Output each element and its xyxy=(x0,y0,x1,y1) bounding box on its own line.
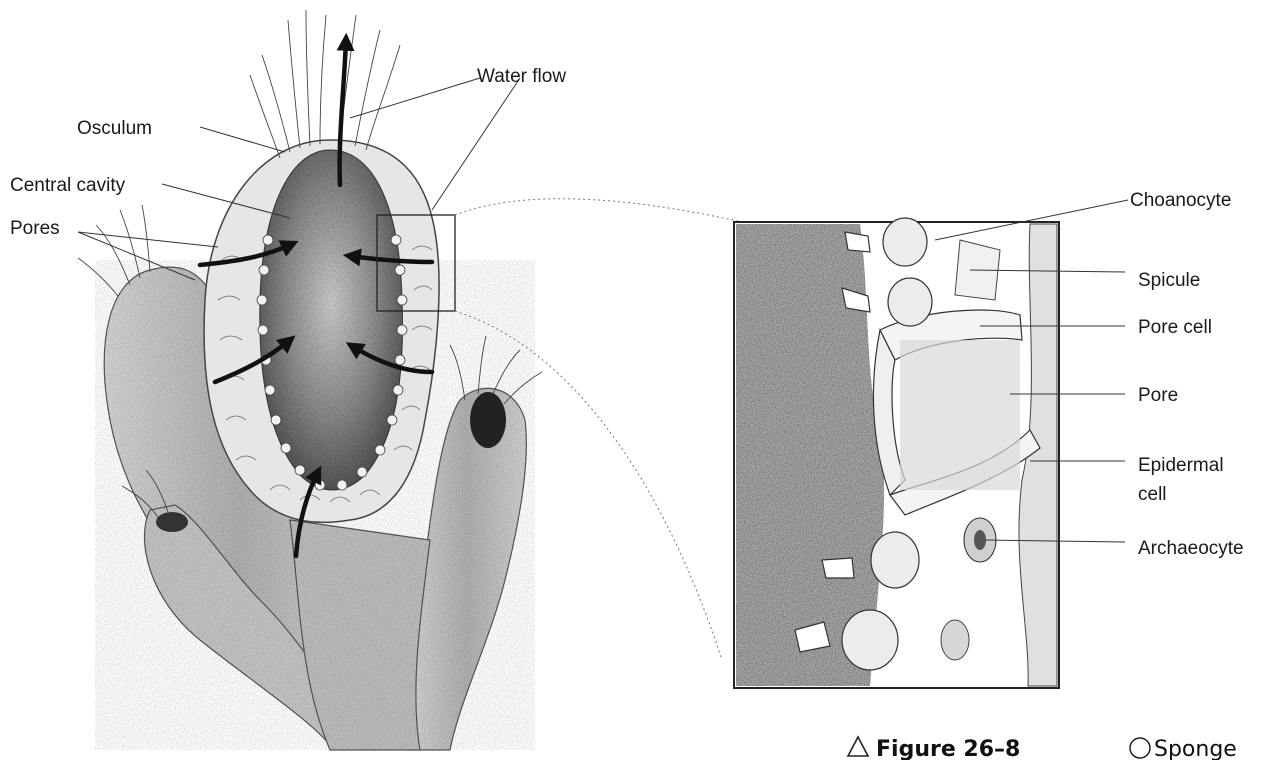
right-tube-opening xyxy=(470,392,506,448)
globe-icon xyxy=(1130,738,1150,758)
label-pores: Pores xyxy=(10,218,60,239)
left-tube-opening xyxy=(156,512,188,532)
label-epidermal-cell-1: Epidermal xyxy=(1138,455,1224,476)
label-water-flow: Water flow xyxy=(477,66,566,87)
label-choanocyte: Choanocyte xyxy=(1130,190,1231,211)
warning-triangle-icon xyxy=(848,737,868,756)
label-pore-cell: Pore cell xyxy=(1138,317,1212,338)
label-pore: Pore xyxy=(1138,385,1178,406)
magnified-wall-inset xyxy=(734,218,1059,688)
osculum-hairs xyxy=(250,10,400,158)
label-osculum: Osculum xyxy=(77,118,152,139)
caption-trailing-text: Sponge xyxy=(1154,737,1237,760)
label-archaeocyte: Archaeocyte xyxy=(1138,538,1244,559)
caption-figure-number: Figure 26–8 xyxy=(876,737,1020,760)
figure-caption: Figure 26–8 Sponge xyxy=(848,737,1237,760)
label-spicule: Spicule xyxy=(1138,270,1200,291)
label-epidermal-cell-2: cell xyxy=(1138,484,1167,505)
label-central-cavity: Central cavity xyxy=(10,175,126,196)
